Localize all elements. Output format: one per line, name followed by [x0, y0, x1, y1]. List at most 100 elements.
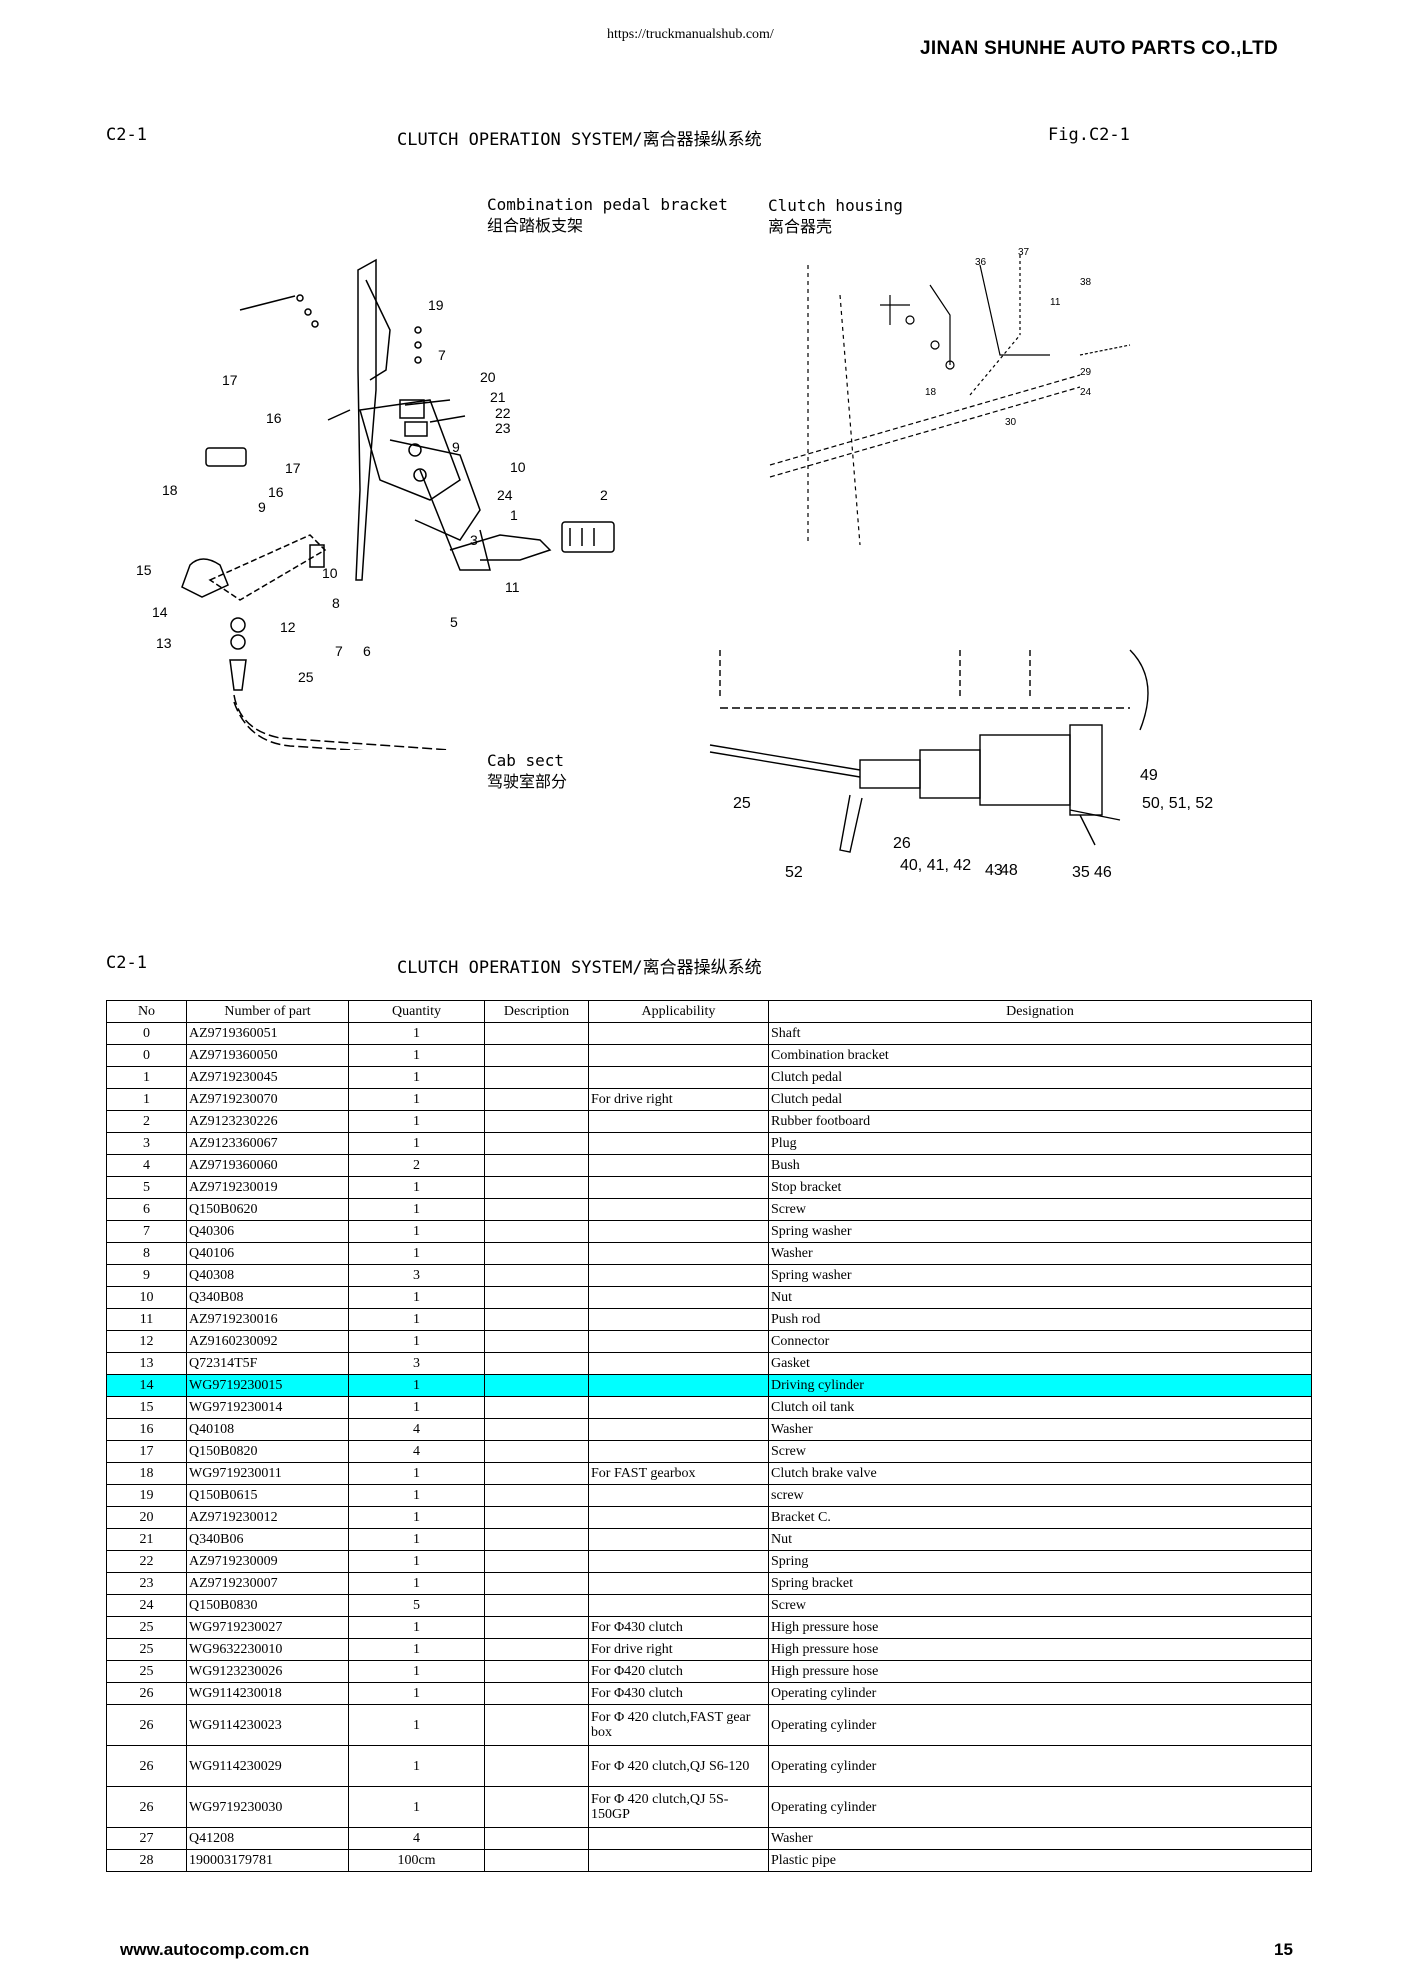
svg-text:18: 18 [925, 387, 937, 398]
svg-text:43: 43 [985, 862, 1003, 879]
section-code: C2-1 [106, 125, 147, 145]
svg-text:20: 20 [480, 369, 496, 385]
cell-no: 18 [106, 1462, 187, 1485]
cell-designation: Clutch pedal [768, 1066, 1312, 1089]
cell-no: 25 [106, 1638, 187, 1661]
svg-text:22: 22 [495, 405, 511, 421]
cell-part: WG9632230010 [186, 1638, 349, 1661]
cell-applicability: For FAST gearbox [588, 1462, 769, 1485]
cell-part: Q41208 [186, 1827, 349, 1850]
cell-no: 25 [106, 1660, 187, 1683]
cell-applicability [588, 1220, 769, 1243]
cell-designation: Washer [768, 1242, 1312, 1265]
svg-text:25: 25 [733, 795, 751, 812]
header-url[interactable]: https://truckmanualshub.com/ [607, 27, 774, 42]
cell-no: 3 [106, 1132, 187, 1155]
cell-quantity: 1 [348, 1745, 485, 1787]
cell-description [484, 1528, 589, 1551]
company-name: JINAN SHUNHE AUTO PARTS CO.,LTD [920, 38, 1278, 59]
cell-designation: Nut [768, 1528, 1312, 1551]
cell-designation: Clutch brake valve [768, 1462, 1312, 1485]
cell-description [484, 1352, 589, 1375]
svg-text:6: 6 [363, 643, 371, 659]
svg-text:40, 41, 42: 40, 41, 42 [900, 857, 971, 874]
cell-no: 26 [106, 1682, 187, 1705]
cell-designation: Screw [768, 1198, 1312, 1221]
cell-quantity: 1 [348, 1176, 485, 1199]
cell-applicability [588, 1827, 769, 1850]
cell-applicability [588, 1440, 769, 1463]
svg-text:24: 24 [497, 487, 513, 503]
footer-website[interactable]: www.autocomp.com.cn [120, 1940, 310, 1959]
cell-quantity: 1 [348, 1704, 485, 1746]
cell-description [484, 1572, 589, 1595]
col-header-applicability: Applicability [588, 1000, 769, 1023]
cell-applicability [588, 1044, 769, 1067]
cell-applicability: For drive right [588, 1638, 769, 1661]
cell-part: AZ9719230019 [186, 1176, 349, 1199]
cell-applicability [588, 1418, 769, 1441]
svg-text:17: 17 [285, 460, 301, 476]
cell-part: AZ9160230092 [186, 1330, 349, 1353]
cell-designation: Bush [768, 1154, 1312, 1177]
cell-quantity: 1 [348, 1330, 485, 1353]
svg-text:11: 11 [1050, 297, 1061, 308]
cell-no: 1 [106, 1066, 187, 1089]
cell-part: AZ9123360067 [186, 1132, 349, 1155]
cell-designation: Operating cylinder [768, 1704, 1312, 1746]
svg-text:23: 23 [495, 420, 511, 436]
cell-part: WG9719230027 [186, 1616, 349, 1639]
cell-no: 19 [106, 1484, 187, 1507]
svg-text:5: 5 [450, 614, 458, 630]
cell-designation: High pressure hose [768, 1638, 1312, 1661]
cell-description [484, 1849, 589, 1872]
cell-applicability [588, 1594, 769, 1617]
cell-description [484, 1044, 589, 1067]
svg-text:46: 46 [1094, 864, 1112, 881]
cell-no: 9 [106, 1264, 187, 1287]
cell-quantity: 1 [348, 1506, 485, 1529]
col-header-part: Number of part [186, 1000, 349, 1023]
cell-no: 0 [106, 1022, 187, 1045]
cell-no: 10 [106, 1286, 187, 1309]
cell-part: Q340B08 [186, 1286, 349, 1309]
cell-part: AZ9719230012 [186, 1506, 349, 1529]
cell-description [484, 1594, 589, 1617]
cell-description [484, 1660, 589, 1683]
caption-cab-sect: Cab sect 驾驶室部分 [487, 750, 567, 792]
table-section-code: C2-1 [106, 953, 147, 973]
cell-designation: Shaft [768, 1022, 1312, 1045]
cell-description [484, 1550, 589, 1573]
figure-label: Fig.C2-1 [1048, 125, 1130, 145]
cell-no: 5 [106, 1176, 187, 1199]
svg-text:24: 24 [1080, 387, 1092, 398]
svg-text:16: 16 [268, 484, 284, 500]
col-header-description: Description [484, 1000, 589, 1023]
cell-no: 24 [106, 1594, 187, 1617]
cell-applicability [588, 1849, 769, 1872]
cell-description [484, 1704, 589, 1746]
cell-part: Q150B0830 [186, 1594, 349, 1617]
cell-designation: Operating cylinder [768, 1786, 1312, 1828]
cell-no: 14 [106, 1374, 187, 1397]
cell-quantity: 1 [348, 1484, 485, 1507]
caption-pedal-bracket-cn: 组合踏板支架 [487, 216, 584, 235]
cell-quantity: 5 [348, 1594, 485, 1617]
cell-applicability: For Φ 420 clutch,QJ 5S-150GP [588, 1786, 769, 1828]
cell-designation: High pressure hose [768, 1616, 1312, 1639]
caption-clutch-housing-cn: 离合器壳 [768, 217, 833, 236]
cell-designation: Combination bracket [768, 1044, 1312, 1067]
cell-applicability [588, 1110, 769, 1133]
cell-part: Q40108 [186, 1418, 349, 1441]
cell-part: AZ9719230045 [186, 1066, 349, 1089]
